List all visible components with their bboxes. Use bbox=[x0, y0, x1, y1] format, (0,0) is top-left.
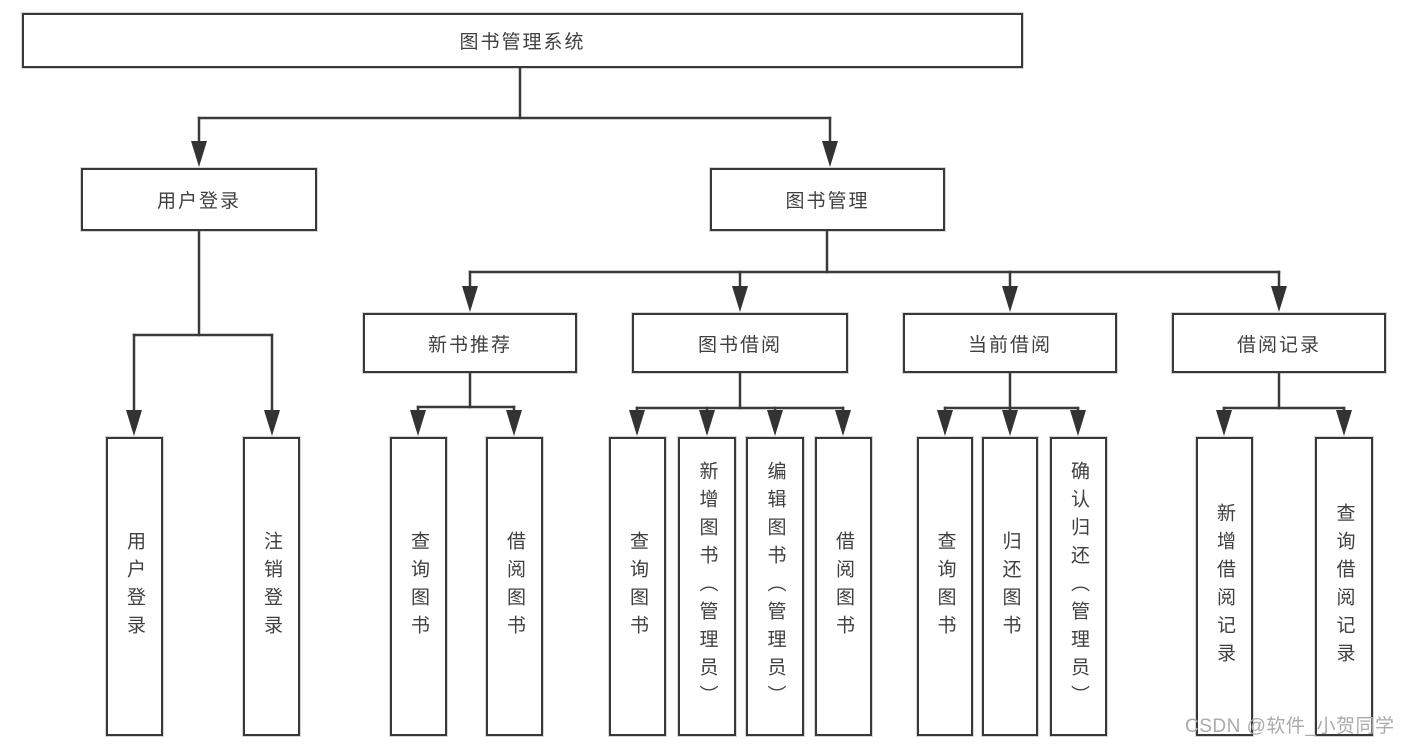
arrow-down-icon-current-borrow bbox=[937, 410, 1086, 436]
node-book-management: 图书管理 bbox=[710, 168, 945, 231]
node-leaf-query-books-3: 查询图书 bbox=[917, 437, 973, 736]
connector-current-borrow bbox=[943, 371, 1080, 416]
node-current-borrow: 当前借阅 bbox=[903, 313, 1117, 373]
node-label: 新增图书（管理员） bbox=[696, 460, 718, 713]
node-label: 用户登录 bbox=[124, 530, 145, 643]
arrow-down-icon-level2 bbox=[462, 286, 1287, 312]
node-borrow-record: 借阅记录 bbox=[1172, 313, 1386, 373]
node-leaf-query-borrow-record: 查询借阅记录 bbox=[1315, 437, 1373, 736]
node-new-book-recommend: 新书推荐 bbox=[363, 313, 577, 373]
node-label: 用户登录 bbox=[156, 191, 241, 212]
node-label: 新增借阅记录 bbox=[1214, 502, 1235, 671]
watermark: CSDN @软件_小贺同学 bbox=[1185, 716, 1395, 737]
arrow-down-icon-user-login bbox=[126, 410, 280, 436]
node-label: 借阅图书 bbox=[504, 530, 525, 643]
node-leaf-logout: 注销登录 bbox=[243, 437, 300, 736]
arrow-down-icon-book-borrow bbox=[629, 410, 851, 436]
node-leaf-add-borrow-record: 新增借阅记录 bbox=[1196, 437, 1253, 736]
node-label: 确认归还（管理员） bbox=[1068, 460, 1089, 713]
node-leaf-query-books-1: 查询图书 bbox=[390, 437, 447, 736]
node-label: 查询借阅记录 bbox=[1333, 502, 1355, 671]
connector-root-to-level1 bbox=[197, 66, 832, 148]
node-leaf-confirm-return-admin: 确认归还（管理员） bbox=[1050, 437, 1107, 736]
node-library-system: 图书管理系统 bbox=[22, 13, 1023, 68]
node-user-login: 用户登录 bbox=[81, 168, 317, 231]
node-leaf-return-books: 归还图书 bbox=[982, 437, 1038, 736]
arrow-down-icon-borrow-record bbox=[1216, 410, 1352, 436]
arrow-down-icon-level1 bbox=[191, 141, 838, 167]
connector-book-mgmt-to-level2 bbox=[468, 230, 1281, 292]
node-label: 图书管理 bbox=[785, 191, 870, 212]
connector-user-login bbox=[132, 229, 274, 416]
node-label: 查询图书 bbox=[934, 530, 956, 643]
node-label: 查询图书 bbox=[627, 530, 648, 643]
node-leaf-edit-books-admin: 编辑图书（管理员） bbox=[746, 437, 804, 736]
connector-borrow-record bbox=[1222, 371, 1346, 416]
node-leaf-add-books-admin: 新增图书（管理员） bbox=[678, 437, 736, 736]
node-leaf-borrow-books-2: 借阅图书 bbox=[815, 437, 872, 736]
arrow-down-icon-new-book-recommend bbox=[410, 410, 522, 436]
node-label: 当前借阅 bbox=[967, 334, 1052, 356]
node-leaf-query-books-2: 查询图书 bbox=[609, 437, 666, 736]
node-label: 编辑图书（管理员） bbox=[764, 460, 786, 713]
node-leaf-user-login: 用户登录 bbox=[106, 437, 163, 736]
connector-new-book-recommend bbox=[416, 371, 516, 416]
node-label: 查询图书 bbox=[408, 530, 429, 643]
node-label: 注销登录 bbox=[261, 530, 282, 643]
node-label: 归还图书 bbox=[999, 530, 1021, 643]
node-label: 新书推荐 bbox=[427, 334, 512, 356]
node-label: 借阅记录 bbox=[1236, 334, 1321, 356]
node-label: 借阅图书 bbox=[833, 530, 854, 643]
node-label: 图书借阅 bbox=[697, 334, 782, 356]
node-leaf-borrow-books-1: 借阅图书 bbox=[486, 437, 543, 736]
node-label: 图书管理系统 bbox=[459, 32, 586, 53]
node-book-borrow: 图书借阅 bbox=[632, 313, 848, 373]
connector-book-borrow bbox=[635, 371, 845, 416]
